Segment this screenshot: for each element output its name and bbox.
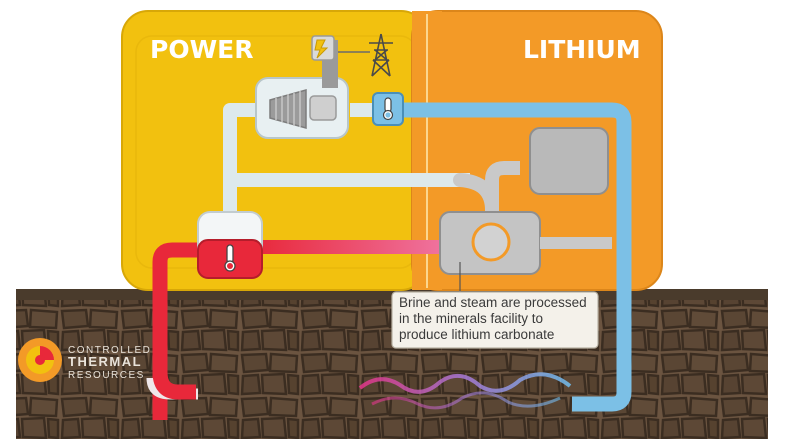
logo-line-1: CONTROLLED (68, 345, 151, 356)
processing-vessel (471, 222, 511, 262)
heat-exchanger (372, 92, 404, 126)
thermometer-icon (382, 97, 394, 121)
callout: Brine and steam are processed in the min… (391, 262, 599, 349)
reservoir-flow (358, 372, 572, 394)
hot-brine-pipe-up (152, 242, 215, 420)
company-logo: CONTROLLED THERMAL RESOURCES (18, 338, 151, 382)
logo-line-2: THERMAL (68, 354, 142, 369)
thermometer-icon (224, 244, 236, 272)
storage-tank (529, 127, 609, 195)
cold-return-pipe (395, 102, 632, 412)
lightning-icon (314, 39, 329, 59)
callout-line-3: produce lithium carbonate (399, 327, 554, 342)
lithium-title: LITHIUM (523, 35, 641, 64)
callout-line-1: Brine and steam are processed (399, 295, 587, 310)
minerals-facility (439, 127, 612, 275)
power-title: POWER (150, 35, 253, 64)
logo-line-3: RESOURCES (68, 370, 145, 381)
power-tower-icon (369, 33, 393, 77)
separator-tank (197, 211, 263, 279)
callout-line-2: in the minerals facility to (399, 311, 543, 326)
turbine-unit (255, 35, 349, 139)
